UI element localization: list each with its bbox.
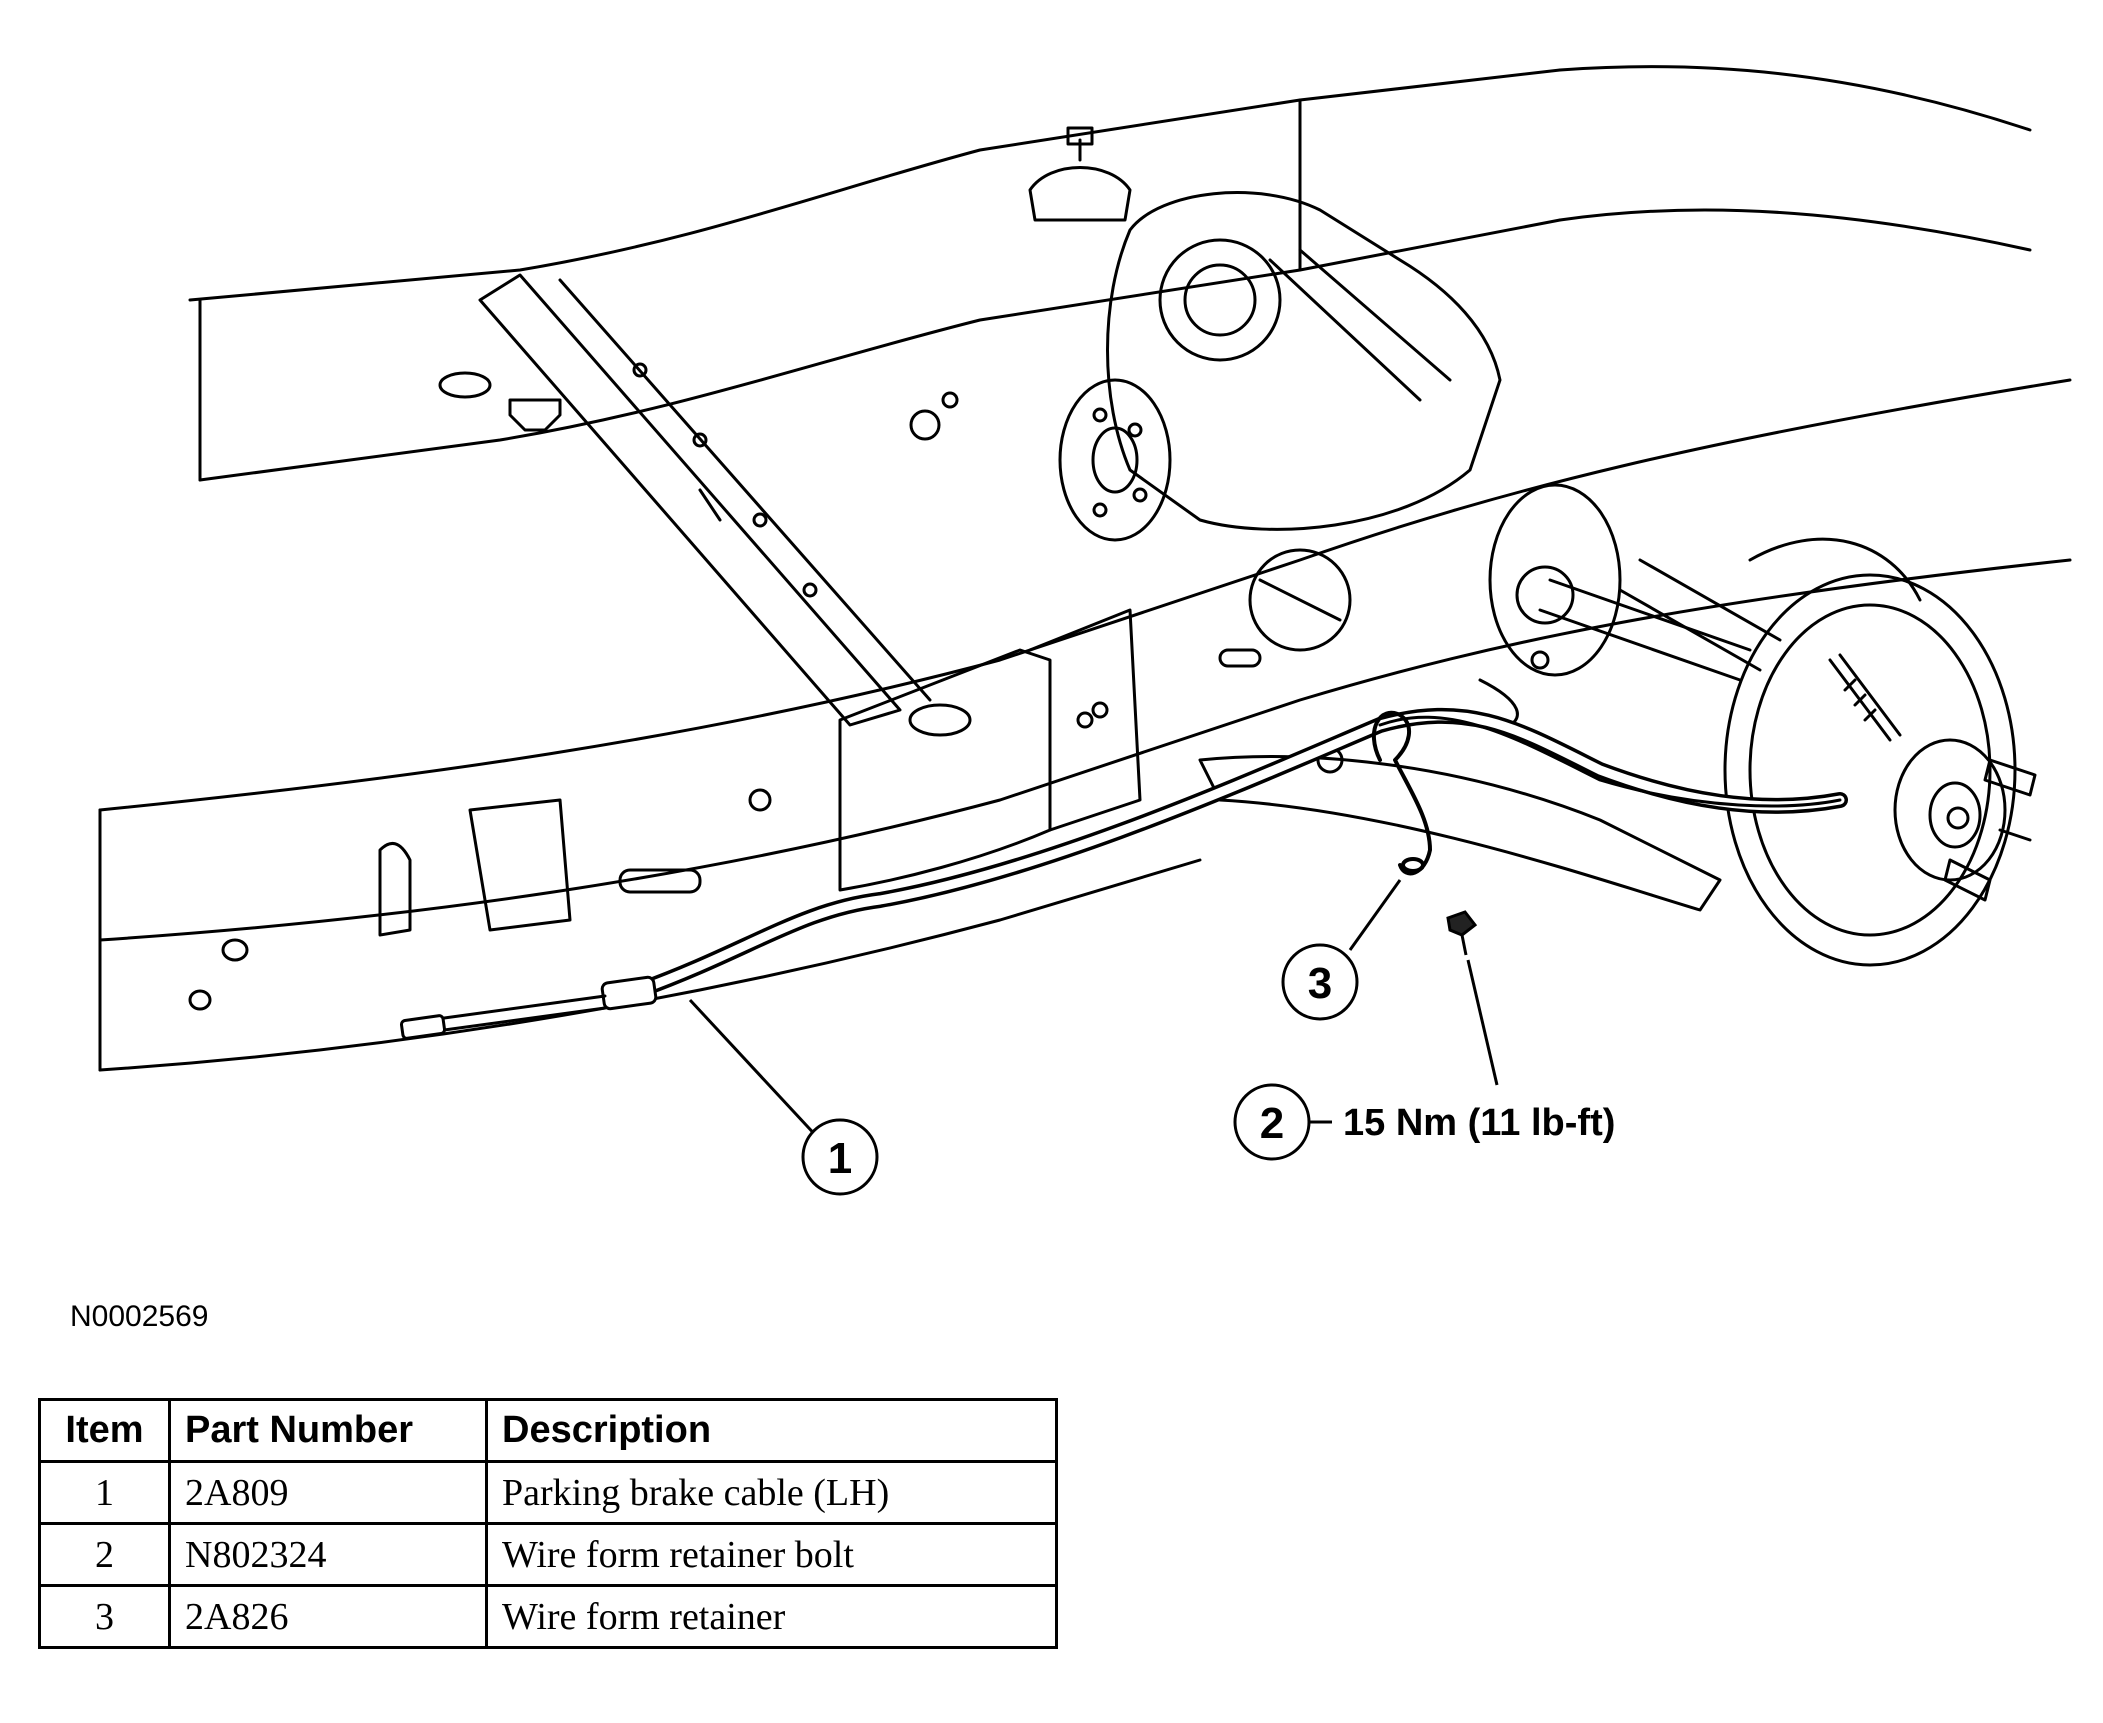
callout-3: 3 (1281, 943, 1359, 1021)
cell-item: 3 (38, 1584, 171, 1649)
cell-description: Parking brake cable (LH) (485, 1460, 1058, 1525)
header-part-number: Part Number (168, 1398, 488, 1463)
right-frame-extension (1558, 65, 2032, 252)
rear-shock (1028, 126, 1132, 222)
header-item: Item (38, 1398, 171, 1463)
far-frame-rail (188, 68, 1562, 482)
leader-lines (688, 879, 1499, 1142)
axle-shaft (1618, 558, 1782, 672)
wheel-flange (1058, 378, 1172, 542)
cell-description: Wire form retainer (485, 1584, 1058, 1649)
parking-brake-cable (399, 707, 1848, 1040)
axle-tube (1488, 483, 1752, 682)
table-row: 2 N802324 Wire form retainer bolt (38, 1522, 1058, 1587)
cell-description: Wire form retainer bolt (485, 1522, 1058, 1587)
chassis-diagram: 1 2 15 Nm (11 lb-ft) 3 (98, 65, 2072, 1196)
table-row: 1 2A809 Parking brake cable (LH) (38, 1460, 1058, 1525)
cell-part-number: 2A826 (168, 1584, 488, 1649)
near-frame-rail (98, 378, 2072, 1072)
cell-part-number: 2A809 (168, 1460, 488, 1525)
differential (1106, 191, 1502, 531)
header-description: Description (485, 1398, 1058, 1463)
cell-item: 2 (38, 1522, 171, 1587)
callout-1: 1 (801, 1118, 879, 1196)
svg-text:2: 2 (1260, 1099, 1284, 1148)
crossmember (478, 273, 932, 727)
cell-part-number: N802324 (168, 1522, 488, 1587)
parts-table: Item Part Number Description 1 2A809 Par… (38, 1398, 1058, 1649)
brake-assembly (1723, 537, 2037, 967)
frame-bracket (838, 608, 1142, 892)
table-row: 3 2A826 Wire form retainer (38, 1584, 1058, 1649)
figure-id: N0002569 (70, 1300, 209, 1333)
table-header-row: Item Part Number Description (38, 1398, 1058, 1463)
wire-form-retainer (1371, 710, 1432, 876)
torque-spec: 15 Nm (11 lb-ft) (1343, 1102, 1615, 1144)
cell-item: 1 (38, 1460, 171, 1525)
retainer-bolt (1446, 910, 1478, 956)
callout-2: 2 15 Nm (11 lb-ft) (1233, 1083, 1615, 1161)
svg-text:1: 1 (828, 1134, 852, 1183)
svg-text:3: 3 (1308, 959, 1332, 1008)
